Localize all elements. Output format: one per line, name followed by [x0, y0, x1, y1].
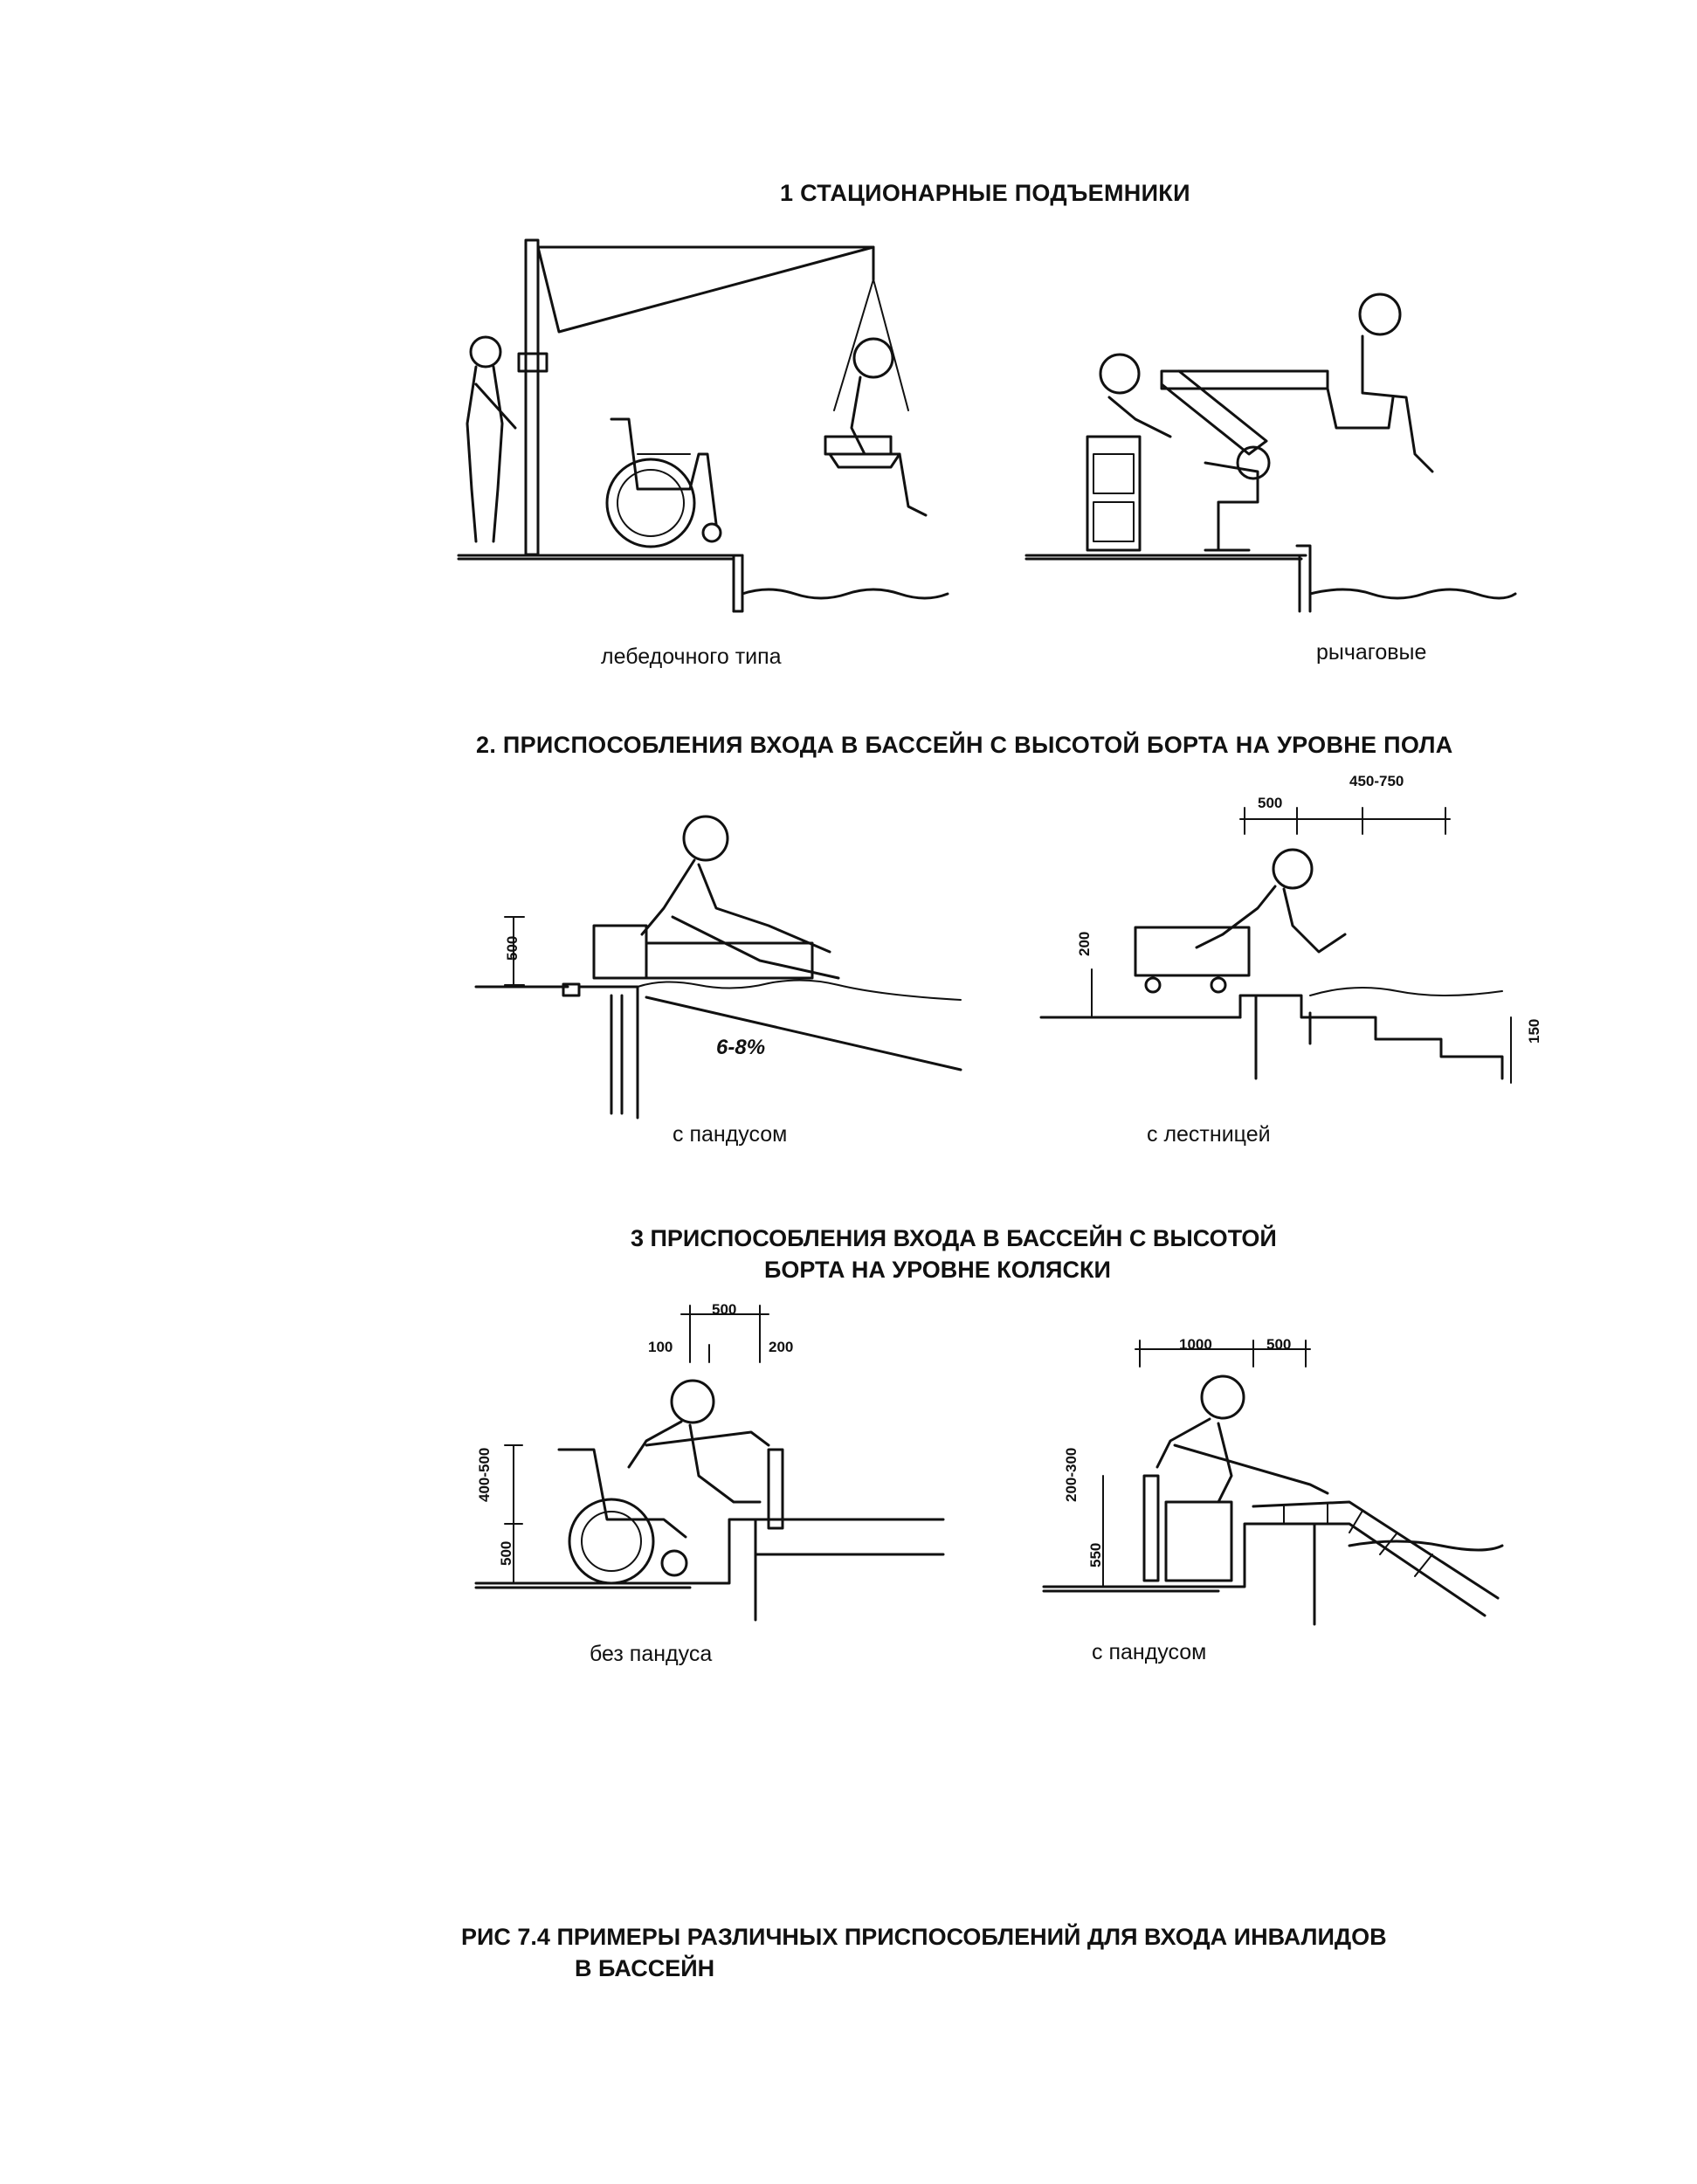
dim-150-stairs: 150	[1526, 1019, 1542, 1044]
dim-100-sec3: 100	[648, 1339, 673, 1355]
winch-lift-drawing	[457, 238, 949, 613]
section2-title: 2. ПРИСПОСОБЛЕНИЯ ВХОДА В БАССЕЙН С ВЫСО…	[476, 732, 1453, 758]
caption-with-ramp: с пандусом	[1092, 1640, 1207, 1664]
dim-200-stairs: 200	[1076, 932, 1093, 956]
section3-title-line2: БОРТА НА УРОВНЕ КОЛЯСКИ	[764, 1257, 1111, 1283]
caption-lever-lift: рычаговые	[1316, 640, 1427, 665]
dim-500-sec3-left: 500	[498, 1541, 514, 1566]
figure-title-line2: В БАССЕЙН	[575, 1955, 715, 1981]
section3-title-line1: 3 ПРИСПОСОБЛЕНИЯ ВХОДА В БАССЕЙН С ВЫСОТ…	[631, 1225, 1277, 1251]
caption-floor-stairs: с лестницей	[1147, 1122, 1271, 1147]
section1-title: 1 СТАЦИОНАРНЫЕ ПОДЪЕМНИКИ	[780, 180, 1190, 206]
dim-200-sec3: 200	[769, 1339, 793, 1355]
floor-stairs-drawing: 500 450-750 200 150	[1039, 773, 1542, 1084]
floor-ramp-drawing: 500 6-8%	[474, 815, 962, 1120]
dim-450-750: 450-750	[1349, 773, 1404, 789]
dim-500-left: 500	[504, 936, 521, 961]
wheelchair-height-ramp-drawing: 1000 500 200-300 550	[1042, 1336, 1504, 1626]
lever-lift-drawing	[1024, 293, 1517, 613]
caption-floor-ramp: с пандусом	[673, 1122, 788, 1147]
dim-1000: 1000	[1179, 1336, 1212, 1353]
caption-no-ramp: без пандуса	[590, 1642, 713, 1666]
wheelchair-height-no-ramp-drawing: 500 100 200 400-500 500	[474, 1301, 945, 1622]
slope-label: 6-8%	[716, 1036, 765, 1059]
dim-200-300: 200-300	[1063, 1448, 1080, 1502]
dim-500-top: 500	[1258, 795, 1282, 811]
dim-550: 550	[1087, 1543, 1104, 1567]
dim-500-r: 500	[1266, 1336, 1291, 1353]
dim-400-500: 400-500	[476, 1448, 493, 1502]
figure-title-line1: РИС 7.4 ПРИМЕРЫ РАЗЛИЧНЫХ ПРИСПОСОБЛЕНИЙ…	[461, 1924, 1387, 1950]
caption-winch-lift: лебедочного типа	[601, 644, 782, 669]
dim-500-sec3: 500	[712, 1301, 736, 1318]
